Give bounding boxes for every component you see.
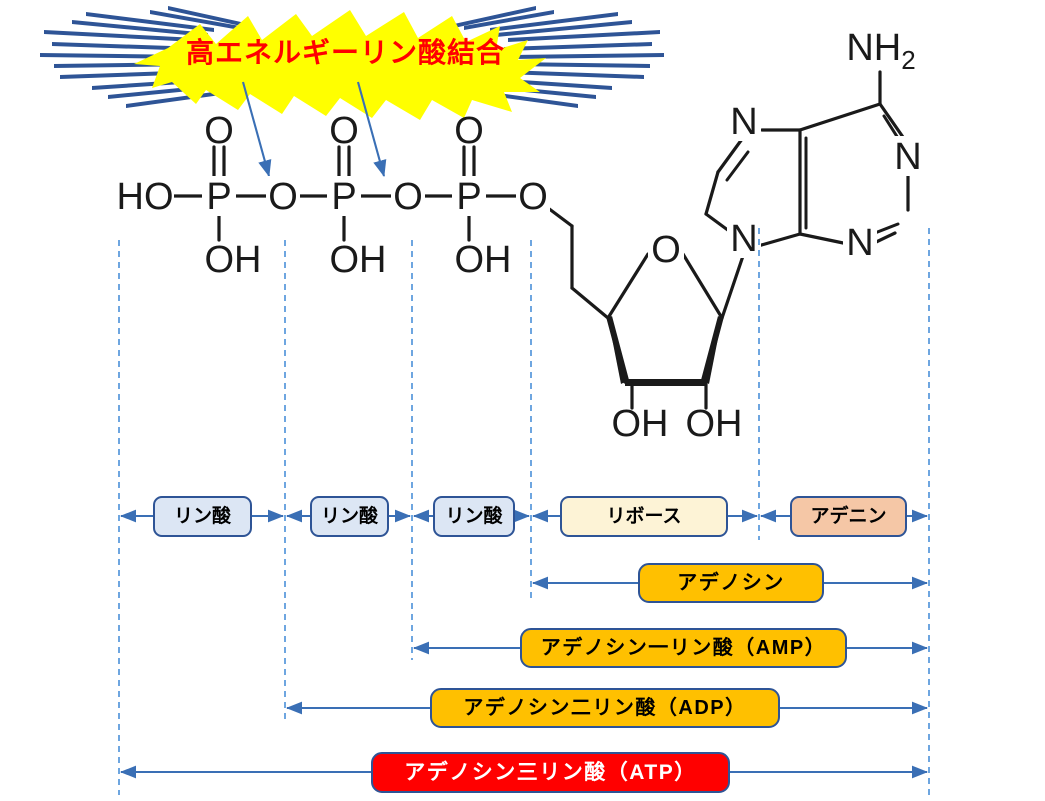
high-energy-bond-label: 高エネルギーリン酸結合 xyxy=(186,37,506,68)
atom-OH-3prime: OH xyxy=(686,403,743,445)
span-bar-adenosine[interactable]: アデノシン xyxy=(638,563,824,603)
chemical-structure xyxy=(170,70,910,410)
atom-N9: N xyxy=(730,218,757,260)
span-bar-label: アデノシン二リン酸（ADP） xyxy=(463,697,747,719)
component-box-phosphate-2[interactable]: リン酸 xyxy=(310,496,389,537)
component-box-label: リン酸 xyxy=(445,506,503,527)
atom-N7: N xyxy=(730,101,757,143)
span-bar-atp[interactable]: アデノシン三リン酸（ATP） xyxy=(371,752,730,793)
span-bar-label: アデノシン一リン酸（AMP） xyxy=(540,637,827,659)
atom-double-O3: O xyxy=(454,110,484,152)
atom-OH-2prime: OH xyxy=(612,403,669,445)
atom-labels: HO P P P O O O O O O OH OH O xyxy=(116,27,925,445)
component-box-label: リン酸 xyxy=(320,506,378,527)
span-bar-label: アデノシン三リン酸（ATP） xyxy=(404,761,697,784)
span-bar-adp[interactable]: アデノシン二リン酸（ADP） xyxy=(430,688,780,728)
component-box-label: リボース xyxy=(606,506,682,527)
atom-HO: HO xyxy=(117,176,174,218)
atom-N1: N xyxy=(894,136,921,178)
atom-P2: P xyxy=(331,176,356,218)
guide-lines xyxy=(118,228,930,795)
span-bar-label: アデノシン xyxy=(677,572,785,594)
atom-OH-p2: OH xyxy=(330,239,387,281)
component-box-phosphate-1[interactable]: リン酸 xyxy=(153,496,252,537)
atom-bridge-O2: O xyxy=(393,176,423,218)
starburst-shape xyxy=(134,10,546,120)
atom-OH-p3: OH xyxy=(455,239,512,281)
atom-NH2: NH2 xyxy=(846,27,915,75)
atom-ribose-O: O xyxy=(651,229,681,271)
atom-P3: P xyxy=(456,176,481,218)
atom-N3: N xyxy=(846,222,873,264)
component-box-label: アデニン xyxy=(810,506,887,527)
component-box-phosphate-3[interactable]: リン酸 xyxy=(433,496,515,537)
atom-double-O1: O xyxy=(204,110,234,152)
component-box-ribose[interactable]: リボース xyxy=(560,496,728,537)
atom-double-O2: O xyxy=(329,110,359,152)
span-bar-amp[interactable]: アデノシン一リン酸（AMP） xyxy=(520,628,847,668)
component-box-label: リン酸 xyxy=(173,506,231,527)
component-box-adenine[interactable]: アデニン xyxy=(790,496,907,537)
atom-bridge-O3: O xyxy=(518,176,548,218)
atom-bridge-O1: O xyxy=(268,176,298,218)
span-arrows xyxy=(120,576,928,779)
atom-OH-p1: OH xyxy=(205,239,262,281)
burst-connector-arrows xyxy=(241,81,387,178)
atom-P1: P xyxy=(206,176,231,218)
